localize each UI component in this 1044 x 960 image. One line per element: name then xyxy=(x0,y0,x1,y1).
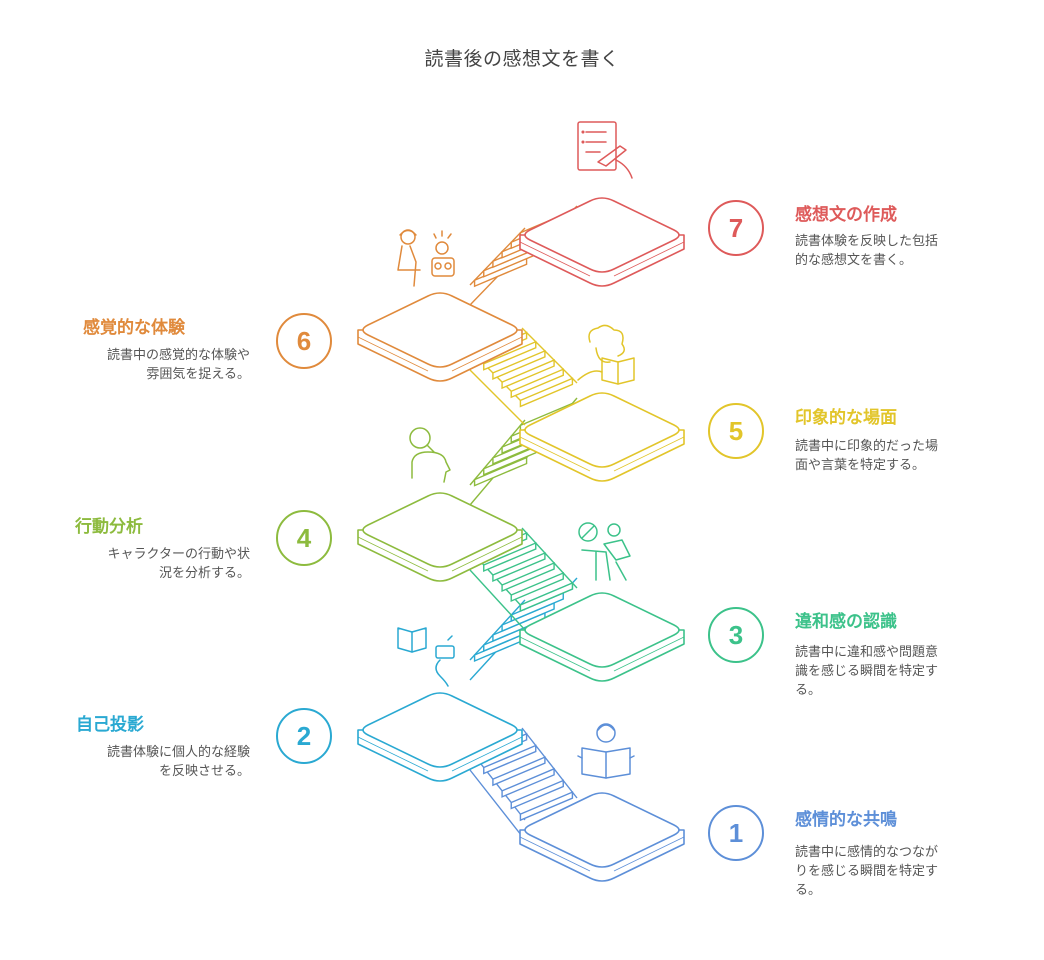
thinking-head-icon xyxy=(409,427,451,483)
step-5-title: 印象的な場面 xyxy=(795,408,897,428)
platform-7 xyxy=(519,197,685,287)
reading-person-icon xyxy=(577,723,635,779)
platform-2 xyxy=(357,692,523,782)
step-1-title: 感情的な共鳴 xyxy=(795,810,897,830)
diagram-title: 読書後の感想文を書く xyxy=(424,48,620,70)
step-1-number-circle: 1 xyxy=(708,805,764,861)
step-3-title: 違和感の認識 xyxy=(795,612,897,632)
step-5-number-circle: 5 xyxy=(708,403,764,459)
step-2-number-circle: 2 xyxy=(276,708,332,764)
step-7-number-circle: 7 xyxy=(708,200,764,256)
curly-hair-reader-icon xyxy=(577,324,635,385)
platform-6 xyxy=(357,292,523,382)
step-5-description: 読書中に印象的だった場 面や言葉を特定する。 xyxy=(795,439,939,473)
book-and-speech-icon xyxy=(397,627,455,687)
step-2-description: 読書体験に個人的な経験 を反映させる。 xyxy=(106,745,250,779)
prohibited-reading-icon xyxy=(578,522,631,581)
step-7-title: 感想文の作成 xyxy=(795,205,897,225)
step-6-title: 感覚的な体験 xyxy=(83,318,185,338)
platform-1 xyxy=(519,792,685,882)
platform-3 xyxy=(519,592,685,682)
platform-4 xyxy=(357,492,523,582)
step-4-title: 行動分析 xyxy=(75,517,143,537)
writing-document-icon xyxy=(577,121,633,179)
step-4-description: キャラクターの行動や状 況を分析する。 xyxy=(107,547,250,581)
step-2-title: 自己投影 xyxy=(76,715,144,735)
step-7-description: 読書体験を反映した包括 的な感想文を書く。 xyxy=(795,234,939,268)
step-3-description: 読書中に違和感や問題意 識を感じる瞬間を特定す る。 xyxy=(795,645,939,698)
presenter-audience-icon xyxy=(397,229,455,287)
step-3-number-circle: 3 xyxy=(708,607,764,663)
step-1-description: 読書中に感情的なつなが りを感じる瞬間を特定す る。 xyxy=(795,845,939,898)
platform-5 xyxy=(519,392,685,482)
step-6-number-circle: 6 xyxy=(276,313,332,369)
step-4-number-circle: 4 xyxy=(276,510,332,566)
step-6-description: 読書中の感覚的な体験や 雰囲気を捉える。 xyxy=(106,348,250,382)
